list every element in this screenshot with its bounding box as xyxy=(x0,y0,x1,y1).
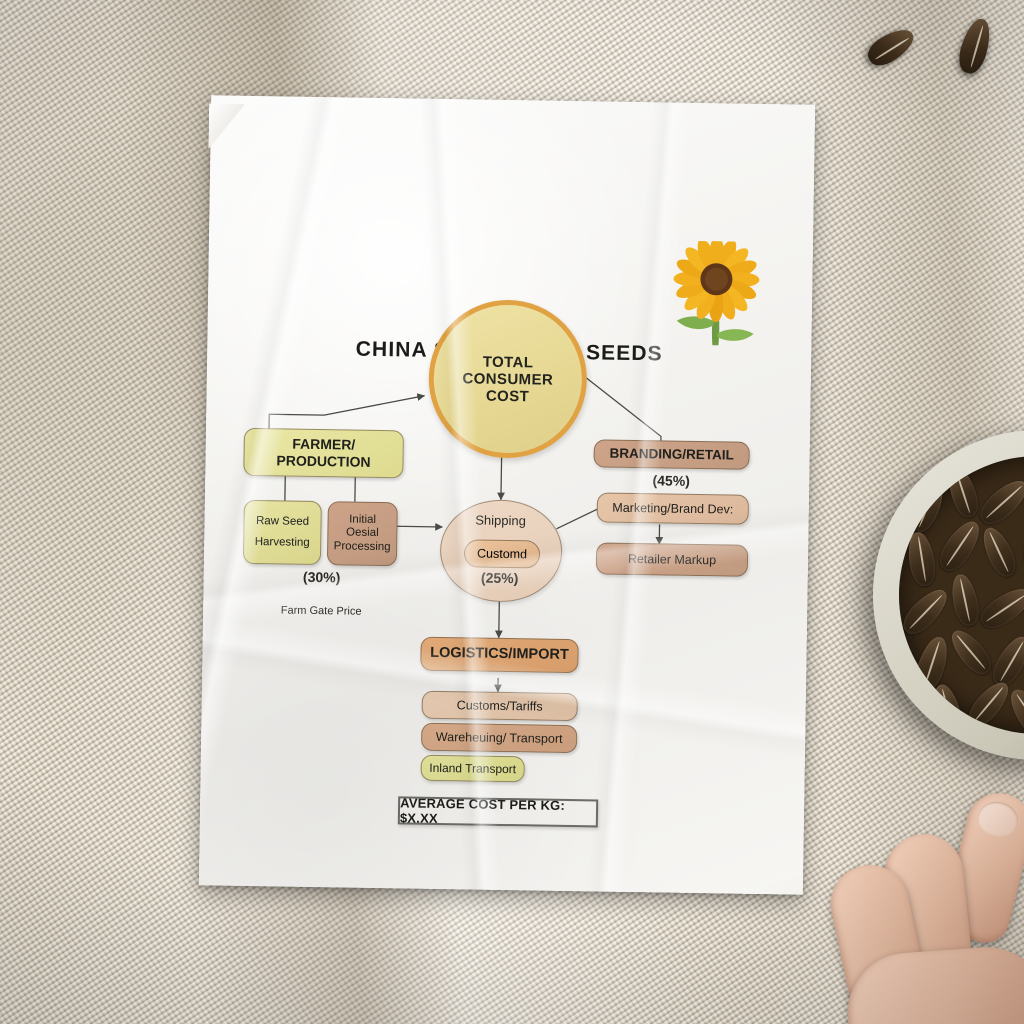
marketing-label: Marketing/Brand Dev: xyxy=(612,500,734,517)
inland-transport-node[interactable]: Inland Transport xyxy=(420,754,525,783)
logistics-import-node[interactable]: LOGISTICS/IMPORT xyxy=(420,636,579,674)
shipping-percent-label: (25%) xyxy=(480,569,519,587)
branding-percent-label: (45%) xyxy=(652,472,691,489)
warehousing-transport-node[interactable]: Wareheuing/ Transport xyxy=(420,722,578,754)
farm-gate-price-caption: Farm Gate Price xyxy=(280,604,362,618)
shipping-label: Shipping xyxy=(475,512,527,529)
farmer-header-line-2: PRODUCTION xyxy=(276,452,371,470)
customs-tariffs-label: Customs/Tariffs xyxy=(456,697,543,714)
raw-seed-harvesting-node[interactable]: Raw Seed Harvesting xyxy=(242,499,322,566)
farmer-percent-label: (30%) xyxy=(302,568,341,586)
initial-processing-node[interactable]: Initial Oesial Processing xyxy=(326,501,398,567)
average-cost-bar[interactable]: AVERAGE COST PER KG: $X.XX xyxy=(397,795,599,828)
initial-processing-line-1: Initial xyxy=(349,513,377,526)
shipping-customd-pill[interactable]: Customd xyxy=(463,539,541,569)
retailer-markup-label: Retailer Markup xyxy=(627,551,717,567)
raw-seed-line-1: Raw Seed xyxy=(255,514,310,528)
warehousing-label: Wareheuing/ Transport xyxy=(435,729,563,746)
inland-transport-label: Inland Transport xyxy=(429,760,517,777)
paper-poster: CHINA SUNFLOWER SEEDS xyxy=(198,95,816,895)
initial-processing-line-2: Oesial xyxy=(345,526,379,540)
farmer-production-node[interactable]: FARMER/ PRODUCTION xyxy=(243,427,405,479)
farmer-header-line-1: FARMER/ xyxy=(292,436,356,454)
hand xyxy=(823,786,1024,1024)
seed-bowl-contents xyxy=(899,456,1024,734)
marketing-brand-dev-node[interactable]: Marketing/Brand Dev: xyxy=(596,492,750,525)
raw-seed-line-2: Harvesting xyxy=(254,535,310,549)
customs-tariffs-node[interactable]: Customs/Tariffs xyxy=(421,690,578,722)
customd-label: Customd xyxy=(476,546,528,562)
retailer-markup-node[interactable]: Retailer Markup xyxy=(595,542,749,577)
hub-line-2: CONSUMER xyxy=(462,369,554,389)
branding-header-label: BRANDING/RETAIL xyxy=(609,445,734,463)
hub-line-1: TOTAL xyxy=(482,353,534,371)
average-cost-label: AVERAGE COST PER KG: $X.XX xyxy=(399,795,566,826)
branding-retail-node[interactable]: BRANDING/RETAIL xyxy=(593,439,750,470)
initial-processing-line-3: Processing xyxy=(333,540,391,553)
hub-line-3: COST xyxy=(485,387,530,405)
logistics-header-label: LOGISTICS/IMPORT xyxy=(430,645,569,664)
diagram-sheet: CHINA SUNFLOWER SEEDS xyxy=(199,95,815,894)
